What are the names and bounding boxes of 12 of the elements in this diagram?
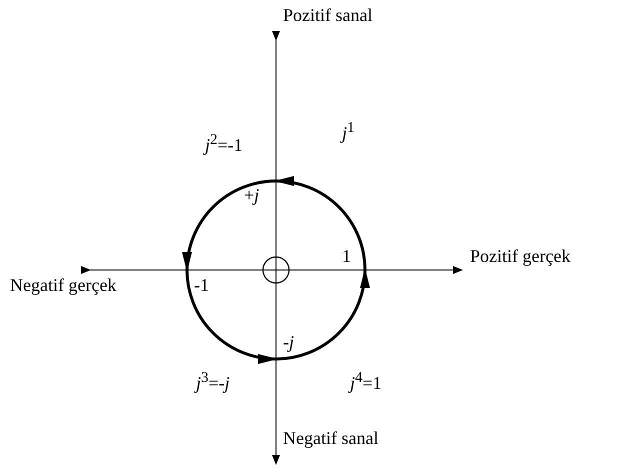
power-label: j$^{2}$=-1	[205, 132, 243, 156]
power-label: j$^{4}$=1	[350, 370, 382, 394]
axis-label: Pozitif gerçek	[470, 247, 570, 267]
value-label: 1	[342, 247, 351, 267]
value-label: +j	[244, 186, 260, 206]
power-label: j$^{3}$=-j	[196, 370, 230, 394]
axis-label: Negatif gerçek	[10, 276, 116, 296]
axis-label: Negatif sanal	[283, 429, 378, 449]
value-label: -j	[283, 333, 294, 353]
value-label: -1	[194, 276, 209, 296]
axis-label: Pozitif sanal	[283, 6, 372, 26]
power-label: j$^{1}$	[342, 120, 355, 144]
